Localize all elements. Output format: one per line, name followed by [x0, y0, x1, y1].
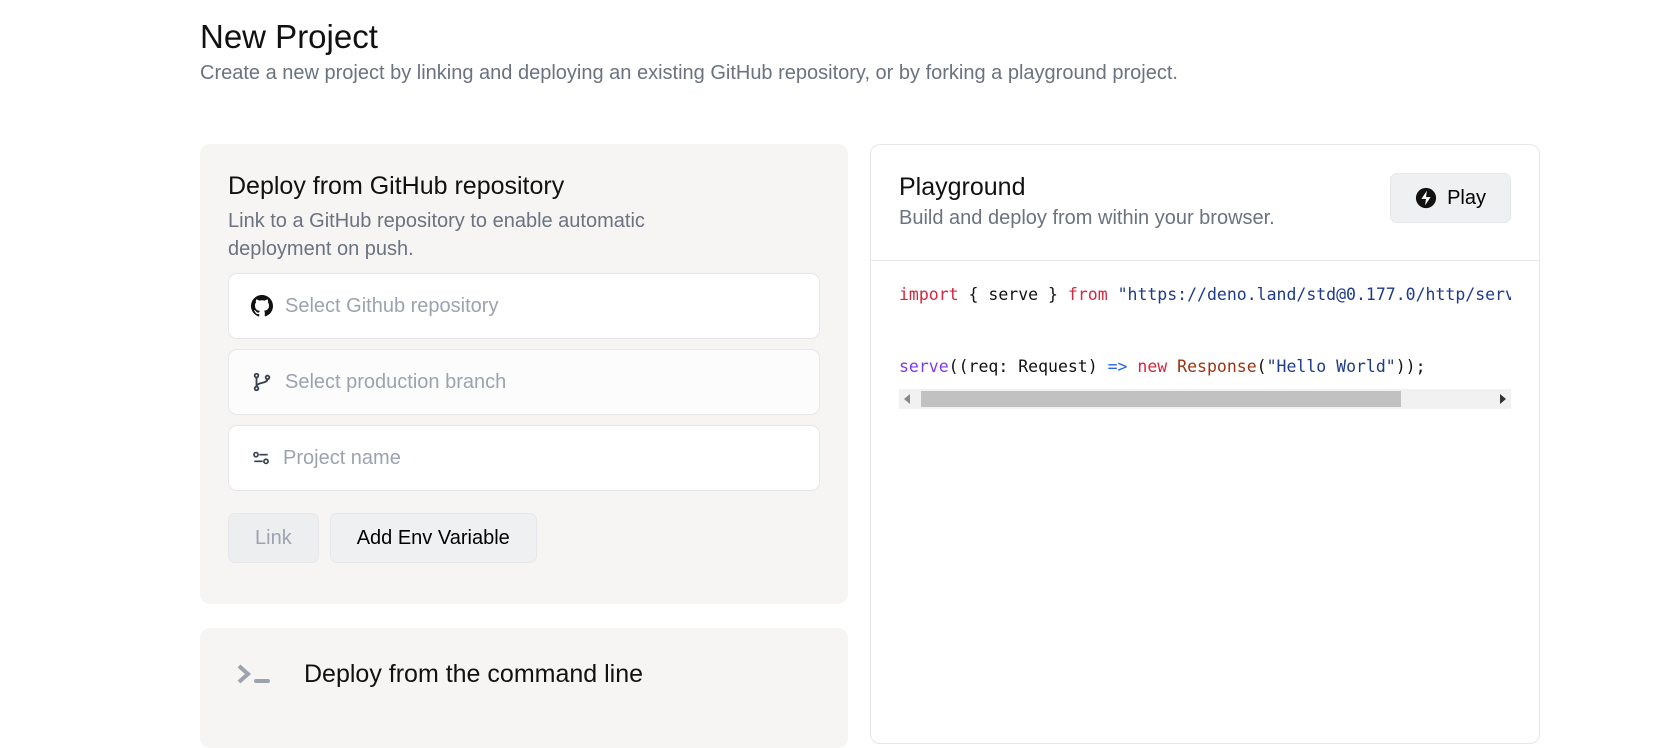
terminal-icon: [237, 664, 270, 683]
github-icon: [251, 295, 273, 317]
scroll-left-arrow-icon[interactable]: [904, 394, 910, 404]
project-name-placeholder: Project name: [283, 446, 401, 469]
cli-deploy-card: Deploy from the command line: [200, 628, 848, 748]
code-token: import: [899, 285, 959, 304]
github-repo-select[interactable]: Select Github repository: [228, 273, 820, 339]
code-line-2: serve((req: Request) => new Response("He…: [899, 355, 1483, 379]
github-repo-placeholder: Select Github repository: [285, 294, 499, 317]
page-subtitle: Create a new project by linking and depl…: [200, 62, 1178, 84]
code-token: "https://deno.land/std@0.177.0/http/serv…: [1117, 285, 1511, 304]
code-token: new: [1127, 357, 1168, 376]
project-name-input[interactable]: Project name: [228, 425, 820, 491]
code-token: ((req: Request): [948, 357, 1108, 376]
code-token: (: [1256, 357, 1267, 376]
code-token: =>: [1107, 357, 1128, 376]
link-button[interactable]: Link: [228, 513, 319, 563]
git-branch-icon: [253, 372, 271, 392]
scrollbar-thumb[interactable]: [921, 391, 1401, 407]
production-branch-select[interactable]: Select production branch: [228, 349, 820, 415]
code-token: from: [1067, 285, 1108, 304]
cli-card-title: Deploy from the command line: [304, 660, 644, 688]
bolt-icon: [1416, 187, 1437, 209]
scroll-right-arrow-icon[interactable]: [1500, 394, 1506, 404]
page-title: New Project: [200, 18, 378, 55]
branch-placeholder: Select production branch: [285, 370, 507, 393]
code-editor[interactable]: import { serve } from "https://deno.land…: [871, 261, 1511, 401]
code-token: ));: [1395, 357, 1426, 376]
play-label: Play: [1447, 186, 1486, 209]
code-token: Response: [1167, 357, 1257, 376]
play-button[interactable]: Play: [1390, 173, 1511, 223]
code-token: { serve }: [958, 285, 1068, 304]
add-env-variable-button[interactable]: Add Env Variable: [329, 513, 537, 563]
adjustments-icon: [253, 451, 269, 465]
github-deploy-card: Deploy from GitHub repository Link to a …: [200, 144, 848, 604]
code-horizontal-scrollbar[interactable]: [899, 389, 1511, 409]
playground-title: Playground: [899, 173, 1026, 201]
github-card-description: Link to a GitHub repository to enable au…: [228, 210, 645, 260]
code-line-1: import { serve } from "https://deno.land…: [899, 283, 1511, 307]
code-token: serve: [899, 357, 949, 376]
playground-card: Playground Build and deploy from within …: [870, 144, 1540, 744]
code-token: "Hello World": [1266, 357, 1396, 376]
playground-description: Build and deploy from within your browse…: [899, 207, 1275, 229]
github-card-title: Deploy from GitHub repository: [228, 172, 565, 200]
